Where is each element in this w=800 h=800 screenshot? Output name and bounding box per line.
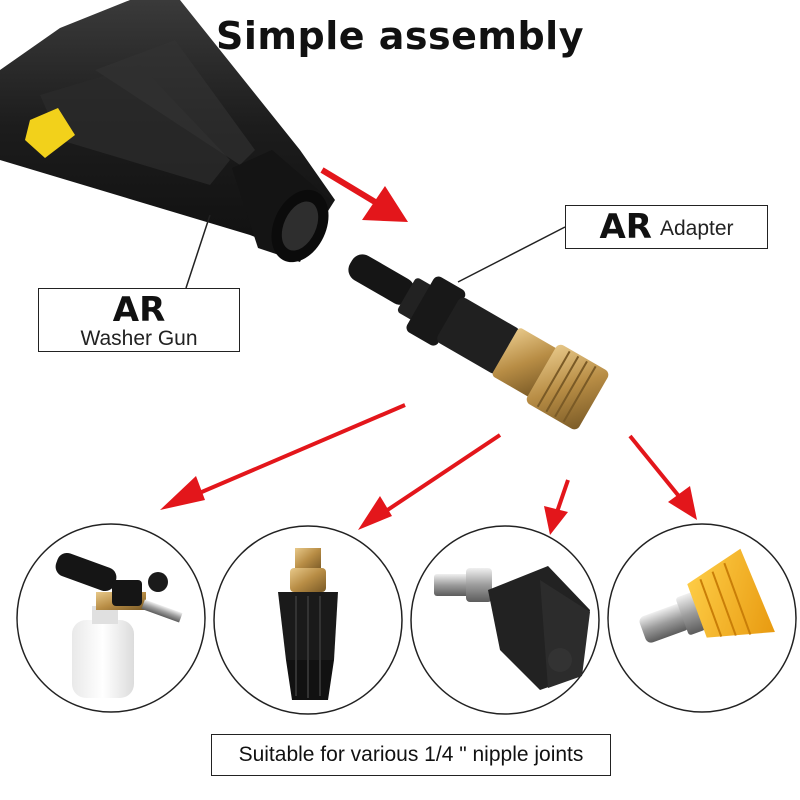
arrows — [160, 167, 697, 535]
accessory-multi-spray-nozzle — [410, 525, 600, 715]
arrow-to-multi-spray-icon — [544, 479, 570, 535]
arrow-to-adapter-icon — [320, 167, 408, 222]
arrow-to-foam-cannon-icon — [160, 403, 406, 510]
foam-cannon-icon — [55, 552, 183, 698]
adapter-fitting — [348, 254, 609, 430]
turbo-nozzle-icon — [278, 548, 338, 700]
adapter-name: Adapter — [659, 217, 734, 240]
washer-gun — [0, 0, 335, 263]
arrow-to-quick-connect-icon — [628, 434, 697, 520]
accessory-turbo-nozzle — [213, 525, 403, 715]
accessory-quick-connect-nozzle — [607, 523, 797, 713]
gun-leader-line — [185, 214, 211, 289]
trigger — [25, 108, 75, 158]
page-title: Simple assembly — [216, 14, 584, 58]
washer-gun-name: Washer Gun — [80, 327, 198, 350]
quick-connect-nozzle-icon — [639, 548, 775, 643]
adapter-leader-line — [457, 226, 566, 283]
arrow-to-turbo-nozzle-icon — [358, 433, 502, 530]
washer-gun-brand: AR — [112, 290, 166, 330]
adapter-brand: AR — [599, 207, 652, 247]
caption-text: Suitable for various 1/4 " nipple joints — [238, 743, 584, 766]
caption-box: Suitable for various 1/4 " nipple joints — [211, 734, 611, 776]
washer-gun-label: AR Washer Gun — [38, 288, 240, 352]
adapter-label: AR Adapter — [565, 205, 768, 249]
multi-spray-nozzle-icon — [434, 566, 590, 690]
accessory-foam-cannon — [16, 523, 206, 713]
